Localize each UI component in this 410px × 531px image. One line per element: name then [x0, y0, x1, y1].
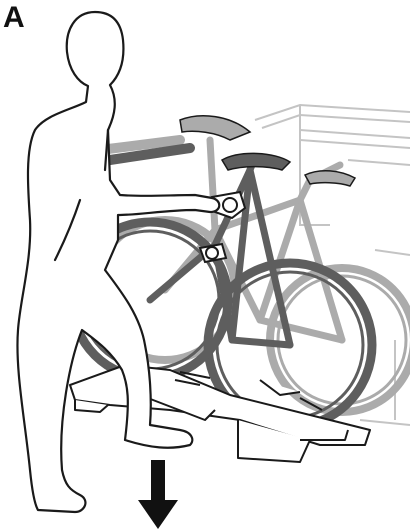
- press-down-arrow: [138, 460, 178, 529]
- saddle-near: [222, 153, 290, 170]
